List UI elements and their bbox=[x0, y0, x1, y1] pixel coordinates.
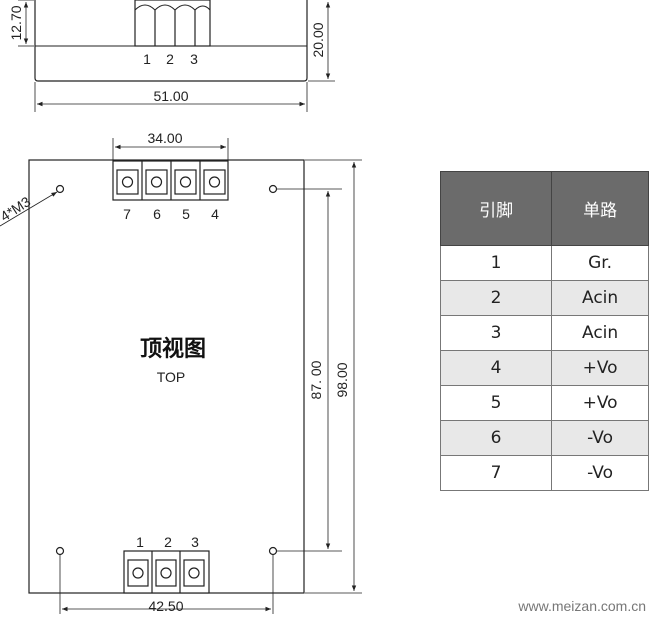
table-row: 1 Gr. bbox=[439, 245, 649, 281]
table-row: 7 -Vo bbox=[439, 455, 649, 491]
dim-side-height-total: 20.00 bbox=[310, 22, 326, 57]
side-pin-3: 3 bbox=[190, 51, 198, 67]
table-row: 4 +Vo bbox=[439, 350, 649, 386]
pin-function: +Vo bbox=[551, 350, 649, 386]
dim-top-height-total: 98.00 bbox=[334, 362, 350, 397]
table-row: 5 +Vo bbox=[439, 385, 649, 421]
top-pin-6: 6 bbox=[153, 206, 161, 222]
pin-number: 6 bbox=[439, 420, 553, 456]
dim-side-width: 51.00 bbox=[153, 88, 188, 104]
top-view bbox=[0, 138, 362, 614]
pin-number: 1 bbox=[439, 245, 553, 281]
pin-function: Acin bbox=[551, 280, 649, 316]
dim-side-height-small: 12.70 bbox=[8, 5, 24, 40]
pin-table: 引脚 单路 1 Gr. 2 Acin 3 Acin 4 +Vo 5 +Vo 6 … bbox=[439, 171, 649, 491]
header-single: 单路 bbox=[551, 171, 649, 246]
top-pin-7: 7 bbox=[123, 206, 131, 222]
table-row: 6 -Vo bbox=[439, 420, 649, 456]
side-pin-1: 1 bbox=[143, 51, 151, 67]
mount-hole bbox=[55, 184, 65, 194]
top-view-subtitle: TOP bbox=[157, 369, 186, 385]
bottom-pin-2: 2 bbox=[164, 534, 172, 550]
pin-number: 5 bbox=[439, 385, 553, 421]
pin-function: Acin bbox=[551, 315, 649, 351]
pin-table-header: 引脚 单路 bbox=[439, 171, 649, 246]
pin-number: 2 bbox=[439, 280, 553, 316]
board-outline bbox=[28, 159, 305, 594]
top-pin-4: 4 bbox=[211, 206, 219, 222]
pin-function: +Vo bbox=[551, 385, 649, 421]
side-pin-2: 2 bbox=[166, 51, 174, 67]
pin-number: 3 bbox=[439, 315, 553, 351]
side-view bbox=[18, 0, 335, 112]
mount-hole bbox=[268, 546, 278, 556]
bottom-pin-1: 1 bbox=[136, 534, 144, 550]
side-view-body bbox=[34, 0, 308, 82]
dim-bottom-holes: 42.50 bbox=[148, 598, 183, 614]
bottom-connector bbox=[123, 550, 210, 594]
table-row: 3 Acin bbox=[439, 315, 649, 351]
top-pin-5: 5 bbox=[182, 206, 190, 222]
top-view-title: 顶视图 bbox=[140, 336, 206, 362]
pin-function: Gr. bbox=[551, 245, 649, 281]
pin-function: -Vo bbox=[551, 420, 649, 456]
pin-number: 4 bbox=[439, 350, 553, 386]
mount-hole bbox=[268, 184, 278, 194]
watermark: www.meizan.com.cn bbox=[517, 598, 646, 614]
dim-top-connector: 34.00 bbox=[147, 130, 182, 146]
pin-function: -Vo bbox=[551, 455, 649, 491]
table-row: 2 Acin bbox=[439, 280, 649, 316]
header-pin: 引脚 bbox=[439, 171, 553, 246]
dim-hole-spacing-vertical: 87. 00 bbox=[308, 360, 324, 399]
mount-hole bbox=[55, 546, 65, 556]
pin-number: 7 bbox=[439, 455, 553, 491]
bottom-pin-3: 3 bbox=[191, 534, 199, 550]
